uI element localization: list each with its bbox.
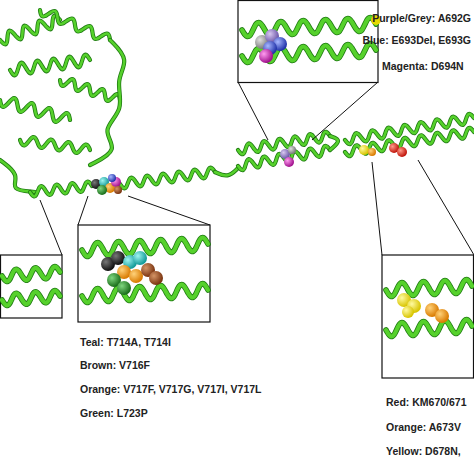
helix-ribbon	[20, 137, 90, 153]
helix-ribbon	[60, 79, 120, 101]
mutation-label: Red: KM670/671	[386, 396, 467, 409]
mutation-label: Brown: V716F	[80, 359, 150, 372]
mutation-label: Orange: V717F, V717G, V717I, V717L	[80, 383, 262, 396]
helix-ribbon	[345, 114, 474, 144]
helix-ribbon	[10, 55, 90, 76]
helix-ribbon	[238, 146, 330, 170]
helix-ribbon	[386, 319, 472, 336]
helix-ribbon	[40, 10, 110, 40]
mutation-label: Green: L723P	[80, 407, 148, 420]
helix-ribbon	[60, 79, 120, 101]
mutation-label: Blue: E693Del, E693G	[362, 34, 471, 47]
helix-ribbon	[0, 160, 35, 192]
mutation-label: Purple/Grey: A692G	[372, 12, 471, 25]
helix-ribbon	[2, 267, 60, 282]
mutation-label: Yellow: D678N,	[386, 445, 461, 458]
helix-ribbon	[330, 136, 338, 150]
helix-ribbon	[0, 16, 60, 45]
helix-ribbon	[0, 16, 60, 45]
helix-ribbon	[215, 168, 238, 175]
helix-ribbon	[2, 291, 60, 306]
helix-ribbon	[242, 17, 376, 36]
helix-ribbon	[0, 160, 35, 192]
helix-ribbon	[90, 40, 124, 165]
helix-ribbon	[386, 319, 472, 336]
helix-ribbon	[0, 98, 70, 122]
helix-ribbon	[238, 146, 330, 170]
helix-ribbon	[82, 283, 208, 302]
helix-ribbon	[90, 40, 124, 165]
helix-ribbon	[242, 17, 376, 36]
helix-ribbon	[345, 114, 474, 144]
helix-ribbon	[40, 10, 110, 40]
helix-ribbon	[120, 168, 215, 189]
helix-ribbon	[20, 137, 90, 153]
mutation-label: Orange: A673V	[386, 421, 461, 434]
helix-ribbon	[30, 182, 92, 197]
helix-ribbon	[120, 168, 215, 189]
helix-ribbon	[10, 55, 90, 76]
mutation-label: Magenta: D694N	[382, 60, 464, 73]
helix-ribbon	[82, 283, 208, 302]
helix-ribbon	[0, 98, 70, 122]
helix-ribbon	[386, 279, 472, 296]
helix-ribbon	[330, 136, 338, 150]
helix-ribbon	[215, 168, 238, 175]
helix-ribbon	[30, 182, 92, 197]
helix-ribbon	[386, 279, 472, 296]
helix-ribbon	[2, 267, 60, 282]
mutation-label: Teal: T714A, T714I	[80, 336, 171, 349]
helix-ribbon	[2, 291, 60, 306]
